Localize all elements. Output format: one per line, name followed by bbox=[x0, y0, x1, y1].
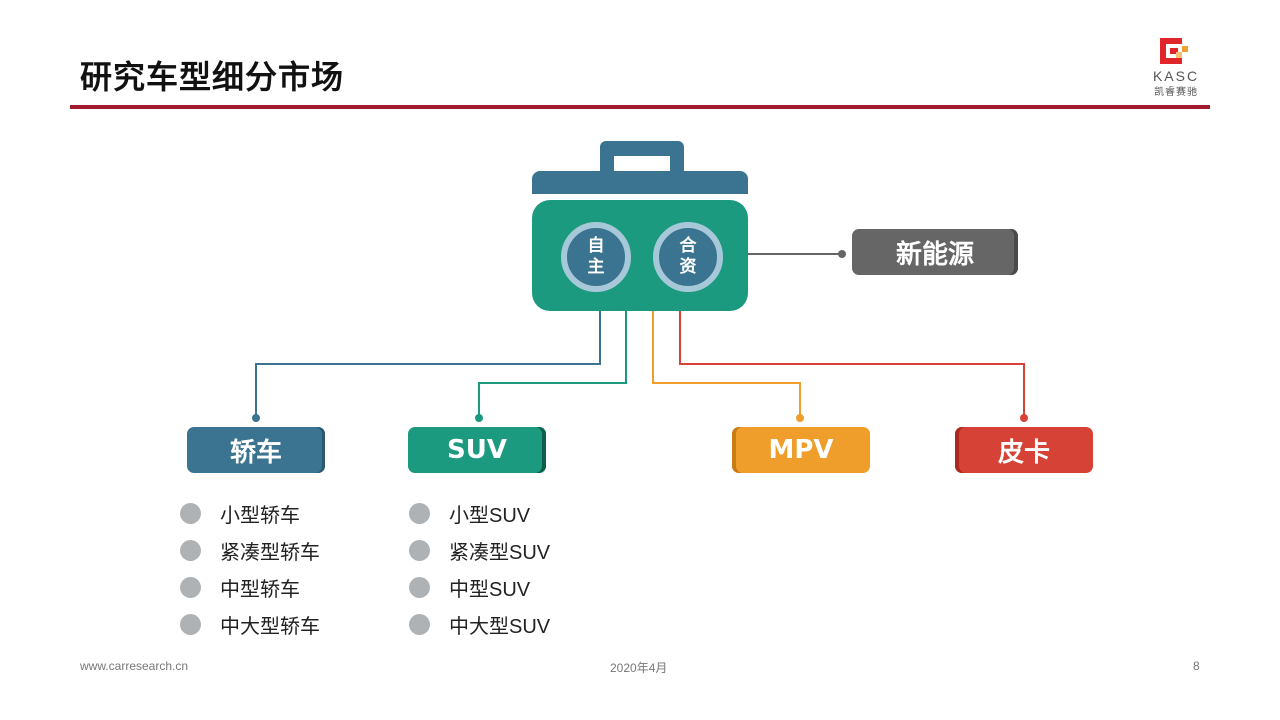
list-item: 紧凑型轿车 bbox=[180, 532, 320, 569]
bullet-icon bbox=[409, 503, 430, 524]
list-item-label: 紧凑型轿车 bbox=[220, 542, 320, 564]
bullet-icon bbox=[180, 577, 201, 598]
logo-text: KASC bbox=[1152, 68, 1200, 84]
list-item-label: 中大型SUV bbox=[449, 616, 551, 638]
bullet-icon bbox=[180, 614, 201, 635]
list-item-label: 小型轿车 bbox=[220, 505, 300, 527]
list-item: 紧凑型SUV bbox=[409, 532, 550, 569]
connector-dot-sedan bbox=[252, 414, 260, 422]
page-title: 研究车型细分市场 bbox=[80, 58, 345, 96]
list-item-label: 中型SUV bbox=[449, 579, 531, 601]
connector-dot-suv bbox=[475, 414, 483, 422]
list-item: 中型轿车 bbox=[180, 569, 320, 606]
bullet-icon bbox=[409, 540, 430, 561]
bullet-icon bbox=[180, 540, 201, 561]
connector-dot-new-energy bbox=[838, 250, 846, 258]
logo-mark-icon bbox=[1160, 38, 1188, 64]
title-divider bbox=[70, 105, 1210, 109]
connector-suv bbox=[478, 311, 627, 417]
bullet-icon bbox=[409, 614, 430, 635]
domestic-char-2: 主 bbox=[587, 257, 605, 277]
domestic-char-1: 自 bbox=[587, 236, 605, 256]
list-item: 小型SUV bbox=[409, 495, 550, 532]
toolbox-handle-hole bbox=[614, 156, 670, 171]
bullet-icon bbox=[409, 577, 430, 598]
pickup-tag: 皮卡 bbox=[955, 427, 1093, 473]
connector-mpv bbox=[652, 311, 801, 417]
list-item-label: 小型SUV bbox=[449, 505, 531, 527]
sedan-tag: 轿车 bbox=[187, 427, 325, 473]
new-energy-tag: 新能源 bbox=[852, 229, 1018, 275]
jv-char-2: 资 bbox=[679, 257, 697, 277]
page-number: 8 bbox=[1193, 659, 1200, 673]
list-item-label: 紧凑型SUV bbox=[449, 542, 551, 564]
logo-subtext: 凯睿赛驰 bbox=[1154, 87, 1198, 98]
connector-sedan bbox=[255, 311, 601, 417]
list-item: 中大型SUV bbox=[409, 606, 550, 643]
list-item-label: 中型轿车 bbox=[220, 579, 300, 601]
list-item: 小型轿车 bbox=[180, 495, 320, 532]
connector-pickup bbox=[679, 311, 1025, 417]
joint-venture-circle: 合 资 bbox=[653, 222, 723, 292]
suv-tag: SUV bbox=[408, 427, 546, 473]
domestic-brand-circle: 自 主 bbox=[561, 222, 631, 292]
sedan-subsegment-list: 小型轿车 紧凑型轿车 中型轿车 中大型轿车 bbox=[180, 495, 320, 643]
footer-url: www.carresearch.cn bbox=[80, 659, 189, 673]
connector-dot-mpv bbox=[796, 414, 804, 422]
jv-char-1: 合 bbox=[679, 236, 697, 256]
mpv-tag: MPV bbox=[732, 427, 870, 473]
kasc-logo: KASC 凯睿赛驰 bbox=[1140, 36, 1212, 98]
connector-dot-pickup bbox=[1020, 414, 1028, 422]
suv-subsegment-list: 小型SUV 紧凑型SUV 中型SUV 中大型SUV bbox=[409, 495, 550, 643]
list-item-label: 中大型轿车 bbox=[220, 616, 320, 638]
toolbox-lid bbox=[532, 171, 748, 194]
list-item: 中大型轿车 bbox=[180, 606, 320, 643]
bullet-icon bbox=[180, 503, 201, 524]
list-item: 中型SUV bbox=[409, 569, 550, 606]
footer-date: 2020年4月 bbox=[610, 661, 668, 675]
